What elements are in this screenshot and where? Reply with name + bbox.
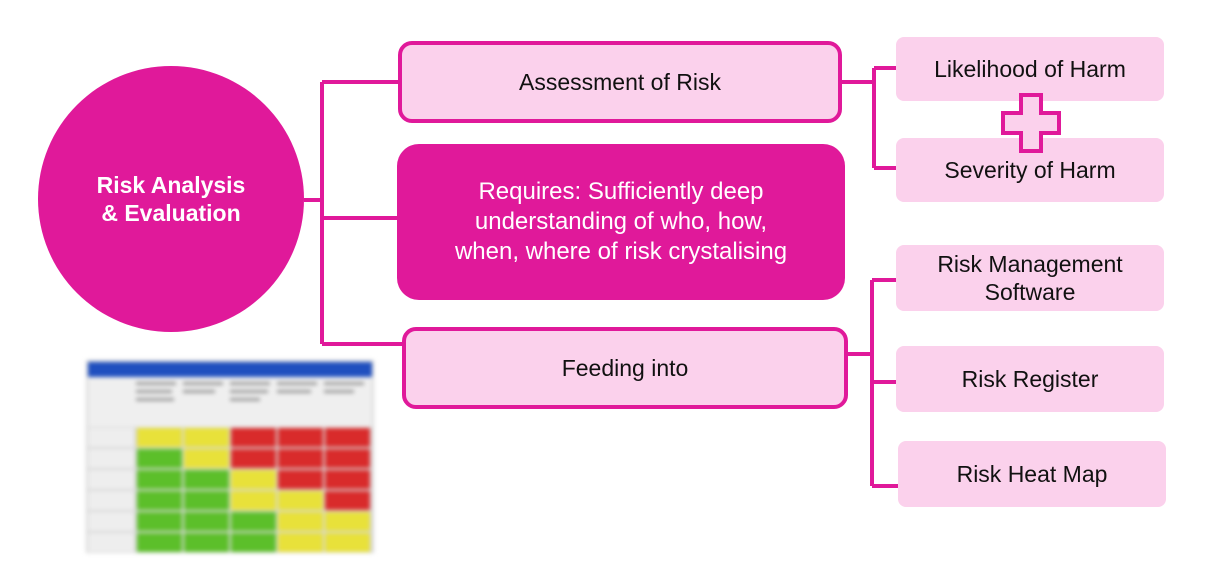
matrix-cell bbox=[231, 449, 276, 468]
matrix-cell bbox=[325, 512, 370, 531]
matrix-cell bbox=[278, 512, 323, 531]
matrix-cell bbox=[184, 449, 229, 468]
risk-analysis-hub: Risk Analysis & Evaluation bbox=[38, 66, 304, 332]
matrix-cell bbox=[231, 533, 276, 552]
severity-of-harm-box: Severity of Harm bbox=[896, 138, 1164, 202]
matrix-cell bbox=[184, 428, 229, 447]
risk-management-software-box: Risk Management Software bbox=[896, 245, 1164, 311]
matrix-row-label bbox=[88, 470, 134, 489]
matrix-cell bbox=[137, 428, 182, 447]
risk-matrix-image bbox=[86, 360, 374, 553]
matrix-cell bbox=[325, 449, 370, 468]
matrix-cell bbox=[184, 512, 229, 531]
feeding-into-box: Feeding into bbox=[402, 327, 848, 409]
risk-register-box: Risk Register bbox=[896, 346, 1164, 412]
matrix-row-label bbox=[88, 449, 134, 468]
matrix-cell bbox=[325, 428, 370, 447]
matrix-cell bbox=[325, 533, 370, 552]
risk-heat-map-box: Risk Heat Map bbox=[898, 441, 1166, 507]
matrix-cell bbox=[137, 491, 182, 510]
matrix-row-label bbox=[88, 491, 134, 510]
matrix-cell bbox=[231, 428, 276, 447]
matrix-row-label bbox=[88, 428, 134, 447]
matrix-header-bar bbox=[88, 362, 372, 377]
matrix-cell bbox=[231, 491, 276, 510]
matrix-cell bbox=[137, 470, 182, 489]
matrix-cell bbox=[184, 491, 229, 510]
matrix-cell bbox=[137, 533, 182, 552]
matrix-row-label bbox=[88, 512, 134, 531]
matrix-row-label bbox=[88, 533, 134, 552]
matrix-cell bbox=[278, 533, 323, 552]
likelihood-of-harm-box: Likelihood of Harm bbox=[896, 37, 1164, 101]
matrix-cell bbox=[137, 449, 182, 468]
matrix-cell bbox=[325, 470, 370, 489]
matrix-cell bbox=[137, 512, 182, 531]
matrix-cell bbox=[231, 470, 276, 489]
matrix-cell bbox=[231, 512, 276, 531]
matrix-cell bbox=[278, 449, 323, 468]
matrix-cell bbox=[325, 491, 370, 510]
plus-icon bbox=[1001, 93, 1061, 153]
matrix-cell bbox=[184, 470, 229, 489]
matrix-cell bbox=[184, 533, 229, 552]
requires-understanding-box: Requires: Sufficiently deep understandin… bbox=[397, 144, 845, 300]
matrix-cell bbox=[278, 491, 323, 510]
assessment-of-risk-box: Assessment of Risk bbox=[398, 41, 842, 123]
matrix-cell bbox=[278, 428, 323, 447]
matrix-cell bbox=[278, 470, 323, 489]
